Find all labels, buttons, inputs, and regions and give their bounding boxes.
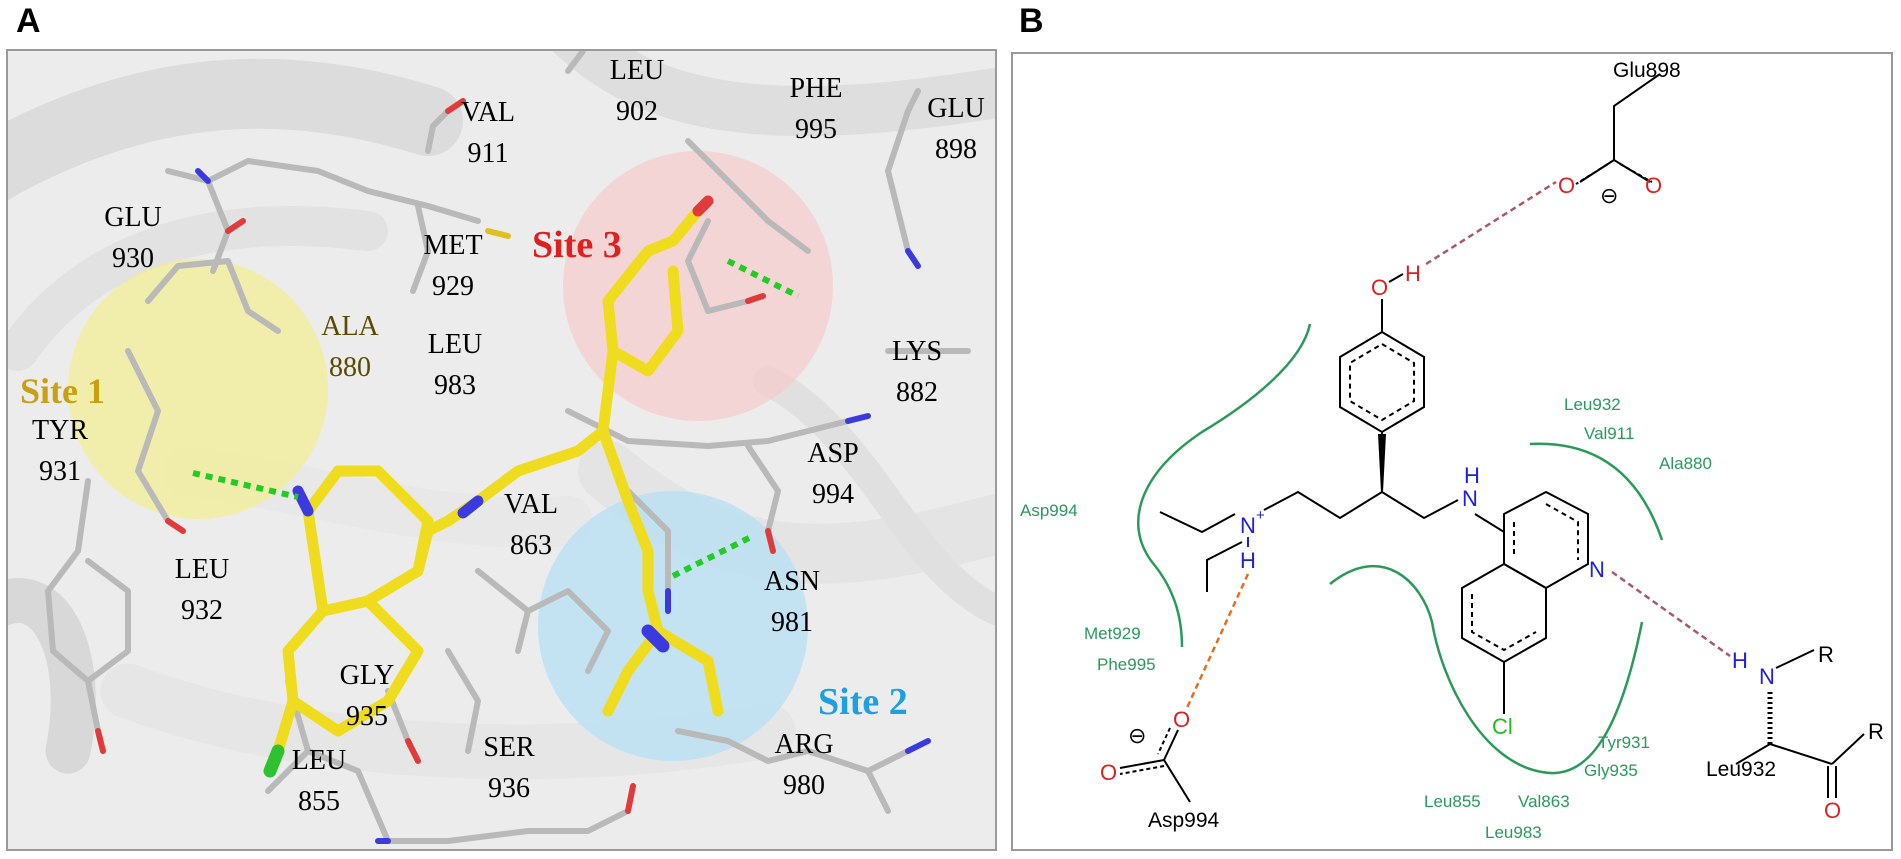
val911-label: Val911: [1584, 424, 1634, 443]
asp994-oxygen-left: O: [1100, 760, 1117, 785]
ligand-chlorine: [263, 744, 285, 778]
val863-label: Val863: [1518, 792, 1570, 811]
ala880-label: Ala880: [1659, 454, 1712, 473]
quinoline-nitrogen: N: [1589, 557, 1605, 582]
quinoline-ring: [1461, 490, 1589, 714]
amine-nitrogen: N: [1462, 486, 1478, 511]
alkyl-chain: [1159, 490, 1505, 592]
contact-residue-labels: Asp994 Met929 Phe995 Leu932 Val911 Ala88…: [1020, 395, 1712, 842]
site-1-circle: [68, 259, 328, 519]
leu983-label: Leu983: [1485, 823, 1542, 842]
leu932-backbone-bonds: [1735, 649, 1865, 798]
site-3-label: Site 3: [532, 224, 622, 266]
panel-b-letter: B: [1019, 2, 1044, 40]
site-1-label: Site 1: [20, 371, 105, 411]
ligand-oxygen: [692, 195, 714, 217]
panel-a-letter: A: [16, 2, 41, 40]
phenol-hydrogen: H: [1405, 261, 1421, 286]
leu855-label: Leu855: [1424, 792, 1481, 811]
chlorine-atom: Cl: [1492, 714, 1513, 739]
ammonium-nitrogen: N: [1240, 513, 1256, 538]
hbond-nh-asp994: [1184, 573, 1250, 711]
asp994-top-label: Asp994: [1020, 501, 1078, 520]
glu898-oxygen-right: O: [1645, 173, 1662, 198]
leu932-r-top: R: [1818, 642, 1834, 667]
site-2-label: Site 2: [818, 681, 908, 723]
asp994-oxygen-top: O: [1173, 707, 1190, 732]
oh-bond: [1388, 273, 1404, 283]
phe995-label: Phe995: [1097, 655, 1156, 674]
leu932-contact-label: Leu932: [1564, 395, 1621, 414]
phenol-oxygen: O: [1371, 275, 1388, 300]
panel-b-interaction-diagram: Glu898 O O ⊖ O H N + H H N: [1011, 52, 1893, 851]
hbond-n-leu932: [1611, 570, 1731, 658]
panel-b-svg: Glu898 O O ⊖ O H N + H H N: [1020, 59, 1884, 842]
hbond-oh-glu898: [1425, 180, 1557, 266]
hydrophobic-contours: [1137, 323, 1664, 775]
amine-hydrogen: H: [1464, 463, 1480, 488]
glu898-charge: ⊖: [1600, 183, 1618, 208]
met929-label: Met929: [1084, 624, 1141, 643]
asp994-bonds: [1119, 727, 1191, 803]
ammonium-hydrogen: H: [1240, 548, 1256, 573]
glu898-group: [1575, 73, 1661, 185]
ligand-amine-n: [457, 495, 484, 519]
ligand-tertiary-n: [641, 624, 670, 653]
heteroatoms: [95, 88, 931, 844]
tyr931-label: Tyr931: [1598, 733, 1650, 752]
leu932-backbone-h: H: [1732, 648, 1748, 673]
glu898-label: Glu898: [1613, 59, 1681, 82]
leu932-backbone-n: N: [1759, 664, 1775, 689]
leu932-carbonyl-o: O: [1824, 798, 1841, 823]
asp994-bottom-label: Asp994: [1148, 809, 1220, 832]
wedge-bond: [1378, 434, 1386, 492]
glu898-oxygen-left: O: [1558, 173, 1575, 198]
leu932-r-right: R: [1868, 719, 1884, 744]
gly935-label: Gly935: [1584, 761, 1638, 780]
hydrogen-bonds: [192, 258, 800, 579]
asp994-charge: ⊖: [1128, 723, 1146, 748]
site-2-circle: [538, 491, 808, 761]
ammonium-charge: +: [1256, 507, 1265, 524]
ligand-quinoline-n: [292, 485, 314, 517]
leu932-residue-label: Leu932: [1706, 758, 1776, 781]
